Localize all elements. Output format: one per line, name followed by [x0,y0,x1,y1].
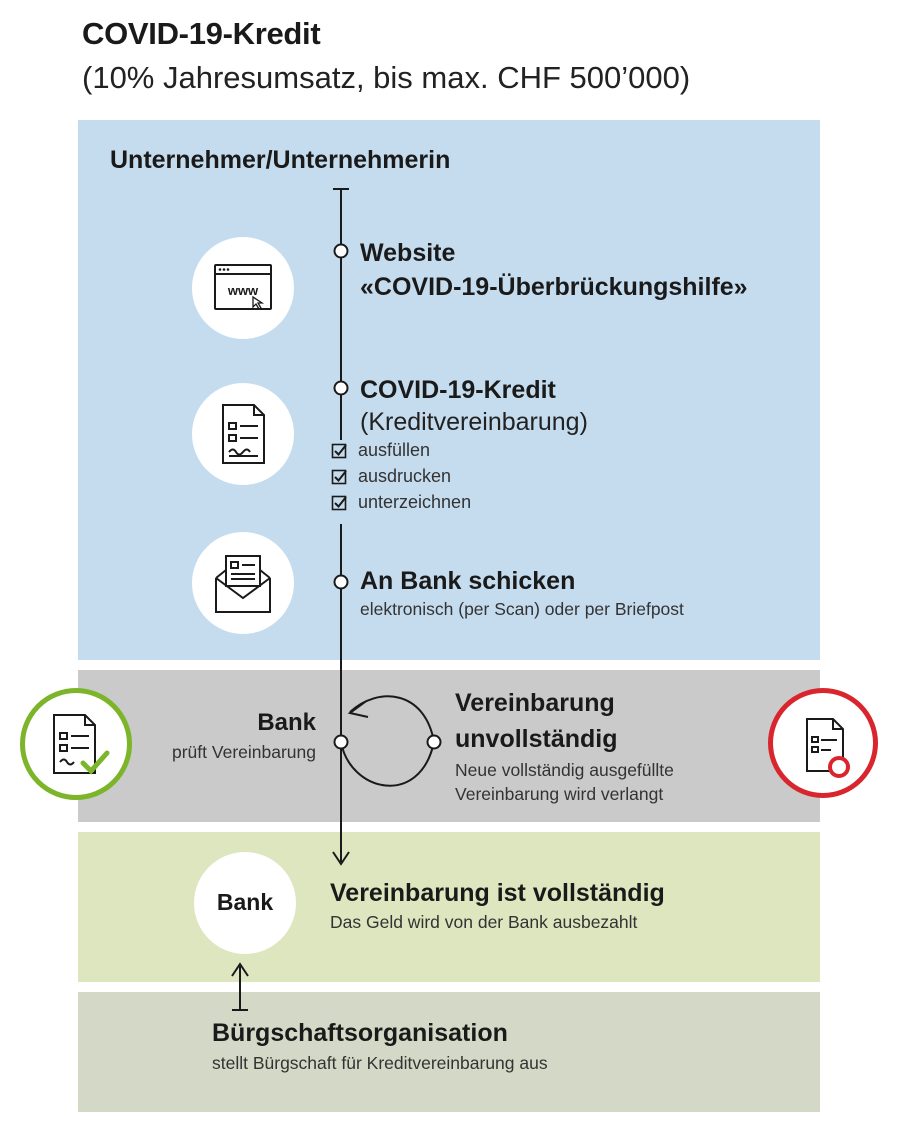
checklist-label: ausfüllen [358,440,431,460]
checklist-item: unterzeichnen [331,492,472,513]
checkbox-checked-icon [331,469,347,485]
diagram-subtitle: (10% Jahresumsatz, bis max. CHF 500’000) [82,60,691,95]
envelope-letter-icon [215,555,271,613]
checklist-label: ausdrucken [358,466,452,486]
step-website-line2: «COVID-19-Überbrückungshilfe» [360,273,748,301]
document-check-icon [53,714,110,775]
step-kredit-heading: COVID-19-Kredit [360,376,556,404]
checkbox-checked-icon [331,443,347,459]
document-form-icon [222,404,265,464]
bank-prueft-sub: prüft Vereinbarung [172,742,316,762]
buergschaft-sub: stellt Bürgschaft für Kreditvereinbarung… [212,1053,548,1073]
bank-circle-label: Bank [216,889,274,915]
bank-circle: Bank [194,852,296,954]
step-schicken-sub: elektronisch (per Scan) oder per Briefpo… [360,599,684,619]
icon-circle-error [768,688,878,798]
checklist-item: ausdrucken [331,466,452,487]
document-error-icon [806,718,850,778]
step-website-line1: Website [360,239,456,267]
buergschaft-heading: Bürgschaftsorganisation [212,1019,508,1047]
vollstaendig-heading: Vereinbarung ist vollständig [330,879,665,907]
band-buergschaft [78,992,820,1112]
band-bank-pruefung [78,670,820,822]
checkbox-checked-icon [331,495,347,511]
unvollstaendig-line1: Vereinbarung [455,689,615,717]
checklist-label: unterzeichnen [358,492,472,512]
icon-circle-kredit [192,383,294,485]
icon-circle-website: www [192,237,294,339]
unvollstaendig-sub1: Neue vollständig ausgefüllte [455,760,674,780]
vollstaendig-sub: Das Geld wird von der Bank ausbezahlt [330,912,638,932]
step-kredit-sub: (Kreditvereinbarung) [360,408,588,436]
unvollstaendig-sub2: Vereinbarung wird verlangt [455,784,664,804]
bank-prueft-heading: Bank [257,709,316,736]
icon-circle-ok [20,688,132,800]
step-schicken-heading: An Bank schicken [360,567,576,595]
checklist-item: ausfüllen [331,440,431,461]
browser-www-icon: www [214,264,272,310]
icon-circle-schicken [192,532,294,634]
unvollstaendig-line2: unvollständig [455,725,618,753]
unternehmer-heading: Unternehmer/Unternehmerin [110,146,451,174]
svg-text:www: www [227,283,259,298]
diagram-title: COVID-19-Kredit [82,16,321,51]
